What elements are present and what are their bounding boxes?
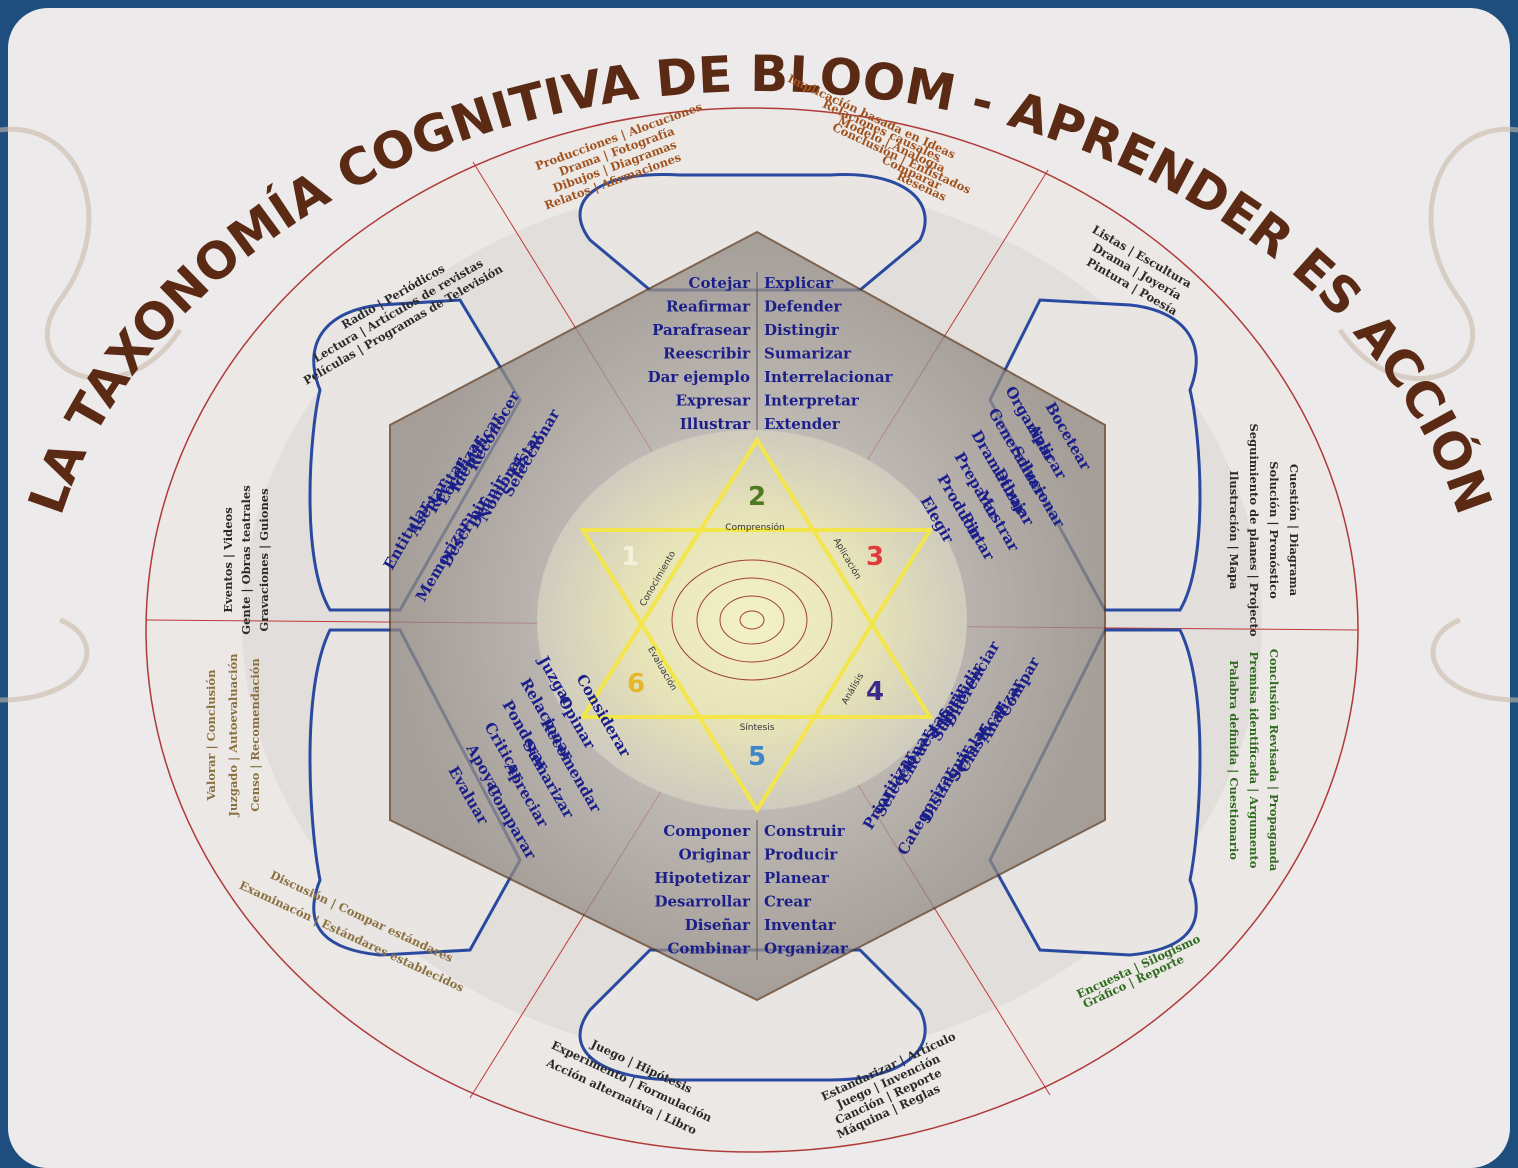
product-right-lower: Premisa identificada | Argumento	[1247, 652, 1261, 869]
product-left-lower: Valorar | Conclusión	[204, 669, 218, 802]
stage-number-1: 1	[621, 542, 639, 572]
verb-sintesis: Combinar	[667, 940, 751, 958]
product-left-lower: Censo | Recomendación	[248, 658, 262, 812]
verb-sintesis: Organizar	[764, 940, 849, 958]
verb-comprension: Defender	[764, 298, 842, 316]
verb-sintesis: Construir	[764, 822, 846, 840]
stage-label: Comprensión	[725, 522, 784, 533]
product-right-lower: Conclusión Revisada | Propaganda	[1267, 649, 1281, 872]
stage-number-6: 6	[627, 669, 645, 699]
center-spiral	[671, 559, 833, 681]
product-left: Gravaciones | Guiones	[257, 488, 271, 631]
stage-number-5: 5	[748, 742, 766, 772]
stage-number-2: 2	[748, 482, 766, 512]
verb-comprension: Extender	[764, 415, 841, 433]
six-point-star	[579, 436, 934, 814]
verb-sintesis: Originar	[679, 846, 751, 864]
verb-sintesis: Producir	[764, 846, 838, 864]
product-left: Eventos | Videos	[221, 507, 235, 612]
verb-sintesis: Desarrollar	[654, 893, 751, 911]
verb-comprension: Parafrasear	[652, 321, 751, 339]
verb-comprension: Explicar	[764, 274, 834, 292]
verb-comprension: Interpretar	[764, 392, 860, 410]
background-swirls	[0, 126, 1518, 703]
verb-comprension: Interrelacionar	[764, 368, 894, 386]
product-right: Cuestión | Diagrama	[1287, 464, 1301, 597]
product-left-lower: Juzgado | Autoevaluación	[226, 653, 240, 818]
stage-number-4: 4	[866, 677, 884, 707]
verb-sintesis: Inventar	[764, 916, 837, 934]
verb-comprension: Distingir	[764, 321, 840, 339]
verb-sintesis: Planear	[764, 869, 830, 887]
verb-sintesis: Componer	[663, 822, 751, 840]
verb-comprension: Illustrar	[680, 415, 751, 433]
verb-comprension: Cotejar	[689, 274, 752, 292]
verb-sintesis: Diseñar	[685, 916, 751, 934]
product-right: Seguimiento de planes | Projecto	[1247, 424, 1261, 637]
verb-sintesis: Hipotetizar	[654, 869, 751, 887]
stage-number-3: 3	[866, 542, 884, 572]
verb-comprension: Expresar	[676, 392, 751, 410]
petal-top	[578, 172, 927, 292]
verb-sintesis: Crear	[764, 893, 812, 911]
verb-comprension: Reafirmar	[666, 298, 751, 316]
verb-comprension: Dar ejemplo	[648, 368, 750, 386]
verb-comprension: Sumarizar	[764, 345, 852, 363]
stage-label: Síntesis	[740, 723, 775, 733]
product-right: Ilustración | Mapa	[1227, 471, 1241, 590]
verb-comprension: Reescribir	[663, 345, 751, 363]
product-right: Solución | Pronóstico	[1267, 461, 1281, 599]
petal-bottom	[578, 948, 927, 1082]
product-right-lower: Palabra definida | Cuestionario	[1227, 660, 1241, 860]
product-left: Gente | Obras teatrales	[239, 485, 253, 634]
